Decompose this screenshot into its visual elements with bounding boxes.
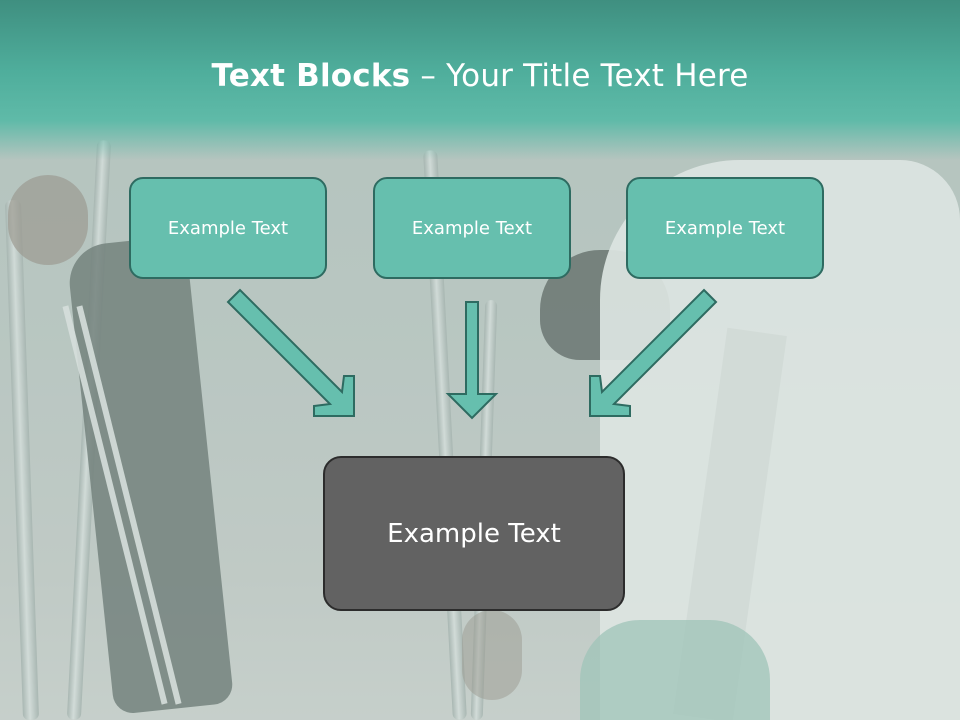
slide-title: Text Blocks – Your Title Text Here [0, 52, 960, 100]
result-block[interactable]: Example Text [323, 456, 625, 611]
text-block-3[interactable]: Example Text [626, 177, 824, 279]
text-block-label: Example Text [664, 217, 786, 239]
title-bar [0, 0, 960, 160]
text-block-label: Example Text [167, 217, 289, 239]
scrubs-shape [580, 620, 770, 720]
text-block-1[interactable]: Example Text [129, 177, 327, 279]
result-block-label: Example Text [387, 518, 561, 549]
title-bold: Text Blocks [211, 58, 411, 94]
text-block-2[interactable]: Example Text [373, 177, 571, 279]
hand-shape [462, 610, 522, 700]
text-block-label: Example Text [411, 217, 533, 239]
title-separator: – [410, 58, 447, 94]
hand-shape [8, 175, 88, 265]
title-regular: Your Title Text Here [446, 58, 749, 94]
